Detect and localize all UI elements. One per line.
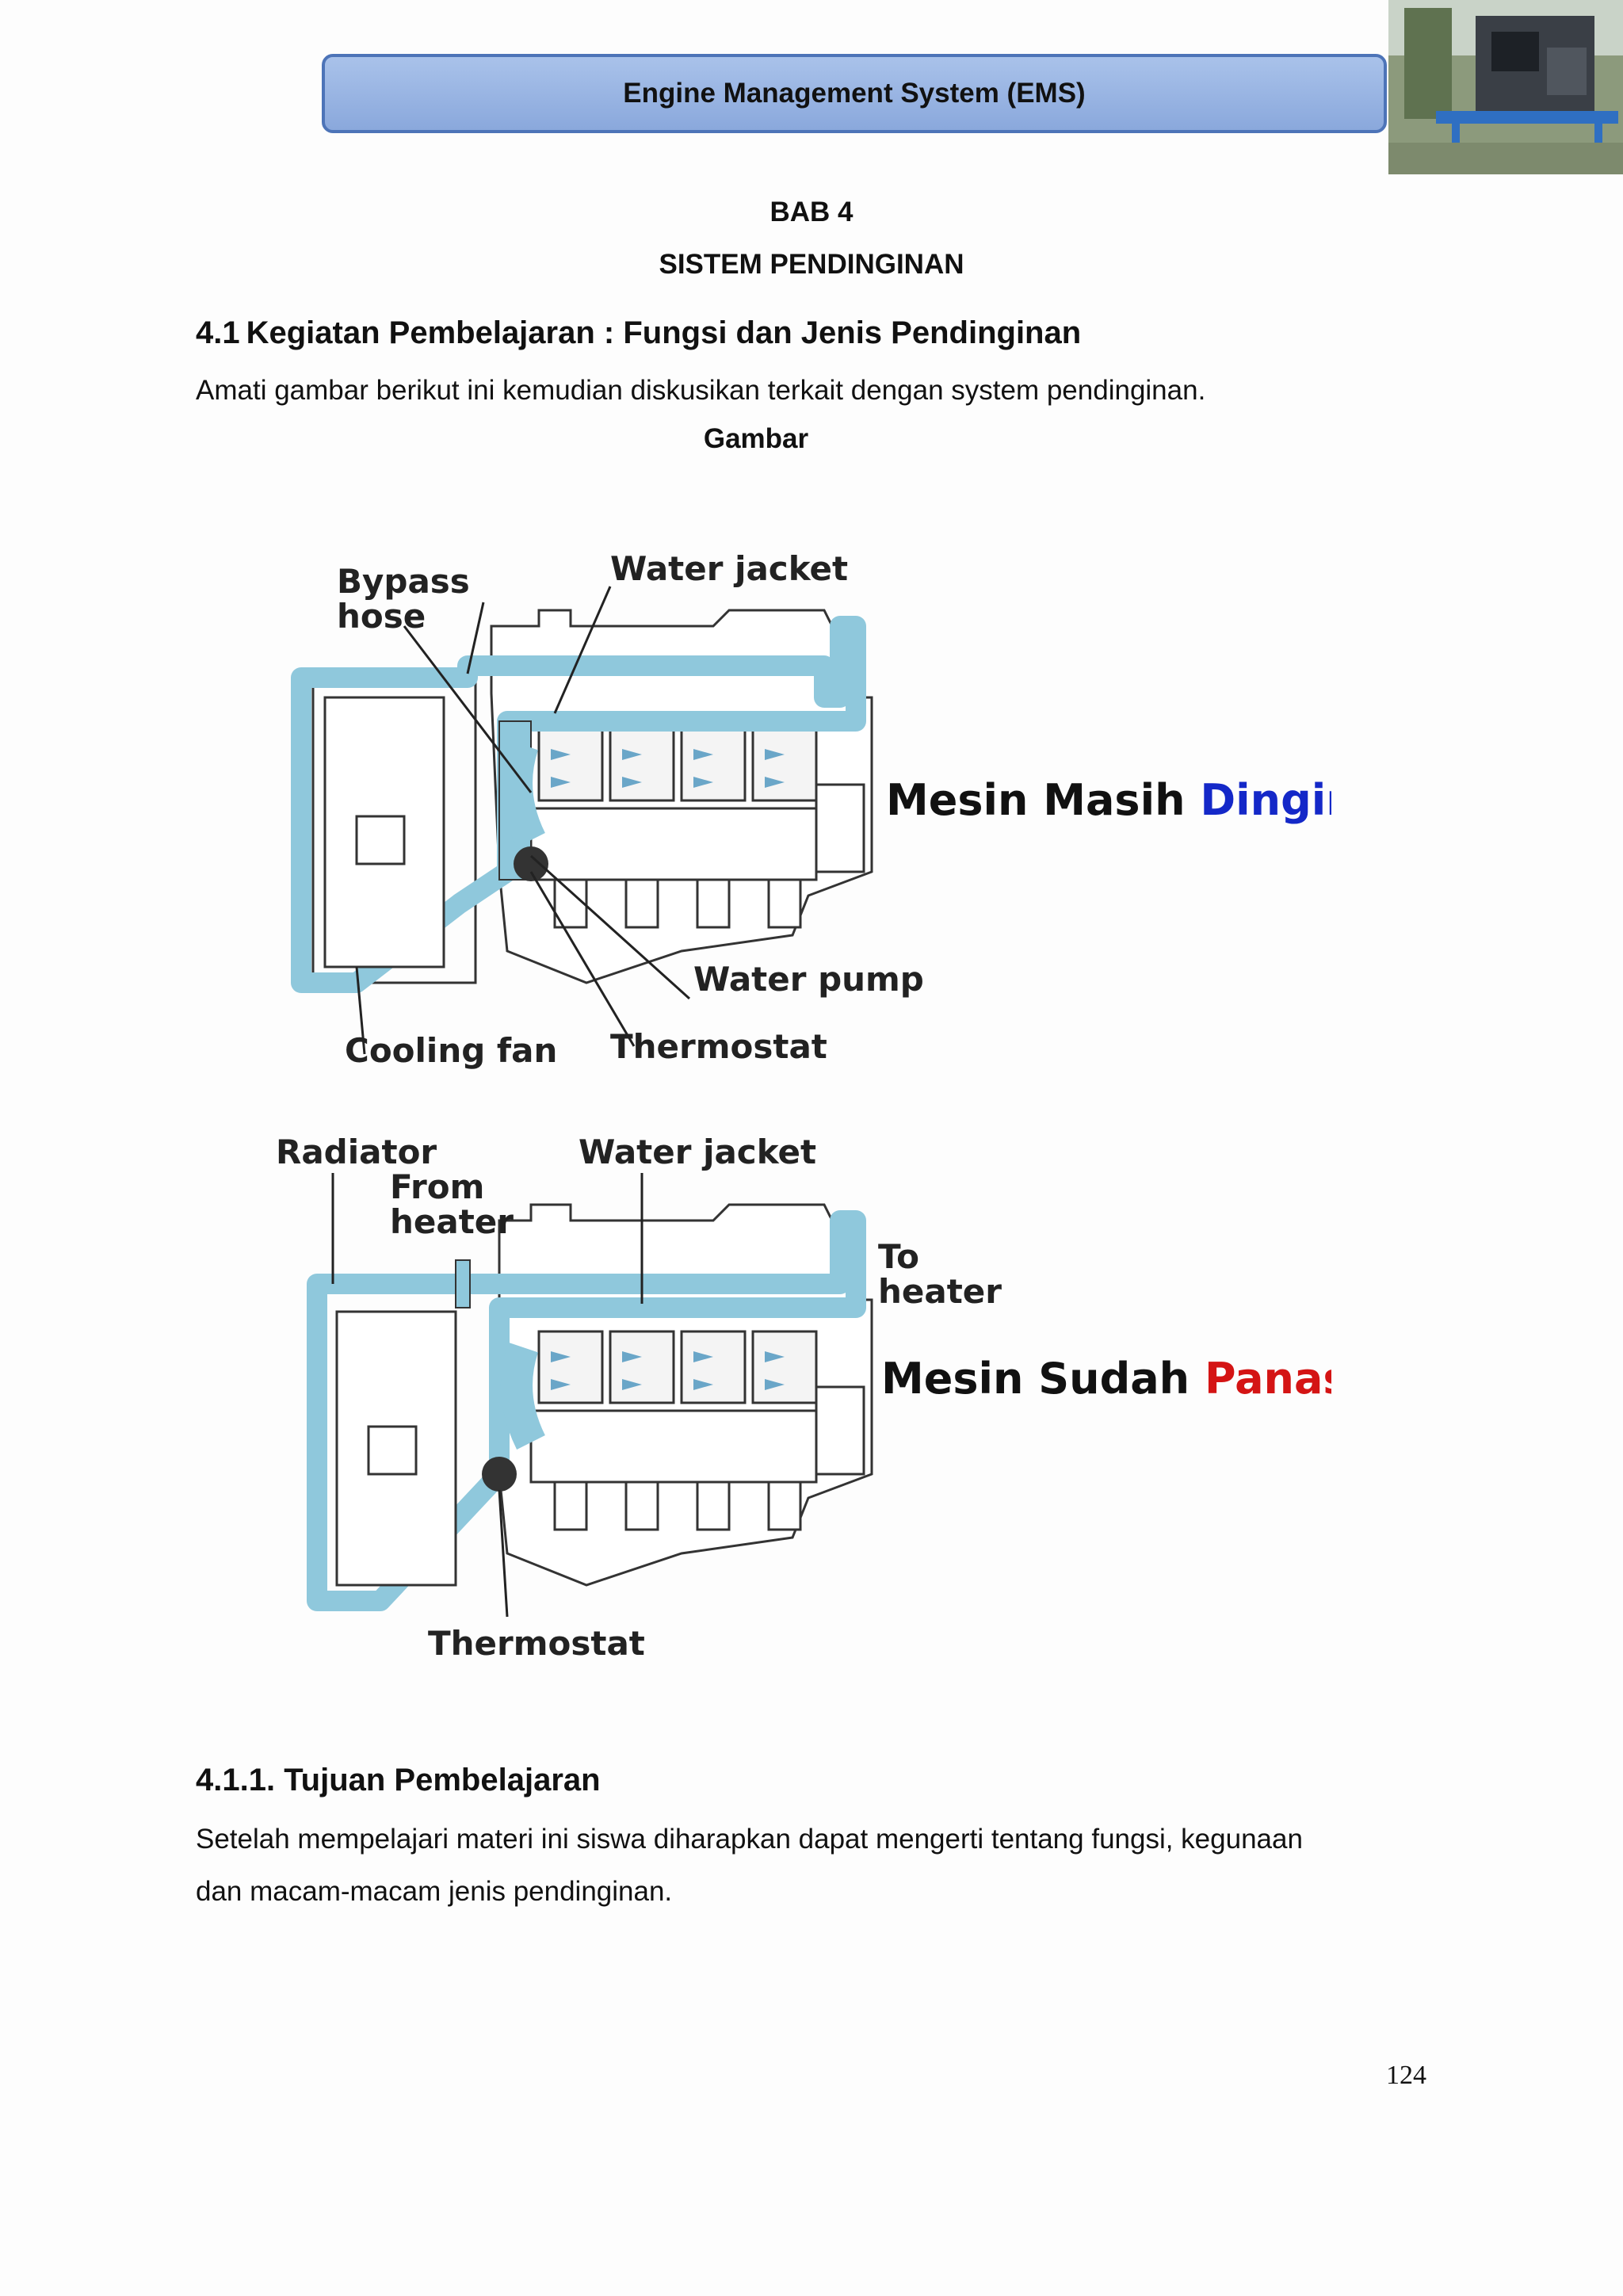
subsection-heading: 4.1.1. Tujuan Pembelajaran — [196, 1763, 601, 1798]
engine-trainer-photo — [1388, 0, 1623, 174]
engine-state-hot: Mesin Sudah Panas — [881, 1354, 1331, 1404]
label-water-pump: Water pump — [693, 960, 924, 999]
thermostat-part — [514, 846, 548, 881]
label-bypass-hose-1: Bypass — [337, 562, 470, 601]
label-from-heater-2: heater — [390, 1202, 514, 1241]
label-thermostat: Thermostat — [428, 1624, 645, 1663]
header-title: Engine Management System (EMS) — [623, 78, 1085, 109]
objective-line-1: Setelah mempelajari materi ini siswa dih… — [196, 1813, 1432, 1866]
chapter-title: SISTEM PENDINGINAN — [0, 249, 1623, 281]
objective-line-2: dan macam-macam jenis pendinginan. — [196, 1866, 1432, 1918]
label-water-jacket: Water jacket — [610, 549, 848, 588]
label-radiator: Radiator — [276, 1133, 437, 1171]
label-from-heater-1: From — [390, 1167, 484, 1206]
page-number: 124 — [1347, 2061, 1426, 2091]
section-heading: 4.1 Kegiatan Pembelajaran : Fungsi dan J… — [196, 315, 1081, 351]
thermostat-part — [482, 1457, 517, 1492]
label-thermostat: Thermostat — [610, 1027, 827, 1066]
label-water-jacket: Water jacket — [579, 1133, 816, 1171]
fan-motor — [357, 816, 404, 864]
figure-caption: Gambar — [0, 423, 1568, 455]
engine-state-cold: Mesin Masih Dingin — [886, 775, 1331, 825]
document-header-banner: Engine Management System (EMS) — [322, 54, 1387, 133]
label-cooling-fan: Cooling fan — [345, 1031, 557, 1070]
cooling-system-diagram-cold: Bypass hose Water jacket Water pump Cool… — [269, 539, 1331, 1094]
label-to-heater-2: heater — [878, 1272, 1002, 1311]
chapter-number: BAB 4 — [0, 197, 1623, 228]
heater-inlet — [456, 1260, 470, 1308]
label-to-heater-1: To — [878, 1237, 919, 1276]
intro-paragraph: Amati gambar berikut ini kemudian diskus… — [196, 365, 1432, 417]
cooling-system-diagram-hot: Radiator Water jacket From heater To hea… — [269, 1125, 1331, 1680]
label-bypass-hose-2: hose — [337, 597, 426, 636]
fan-motor — [369, 1427, 416, 1474]
